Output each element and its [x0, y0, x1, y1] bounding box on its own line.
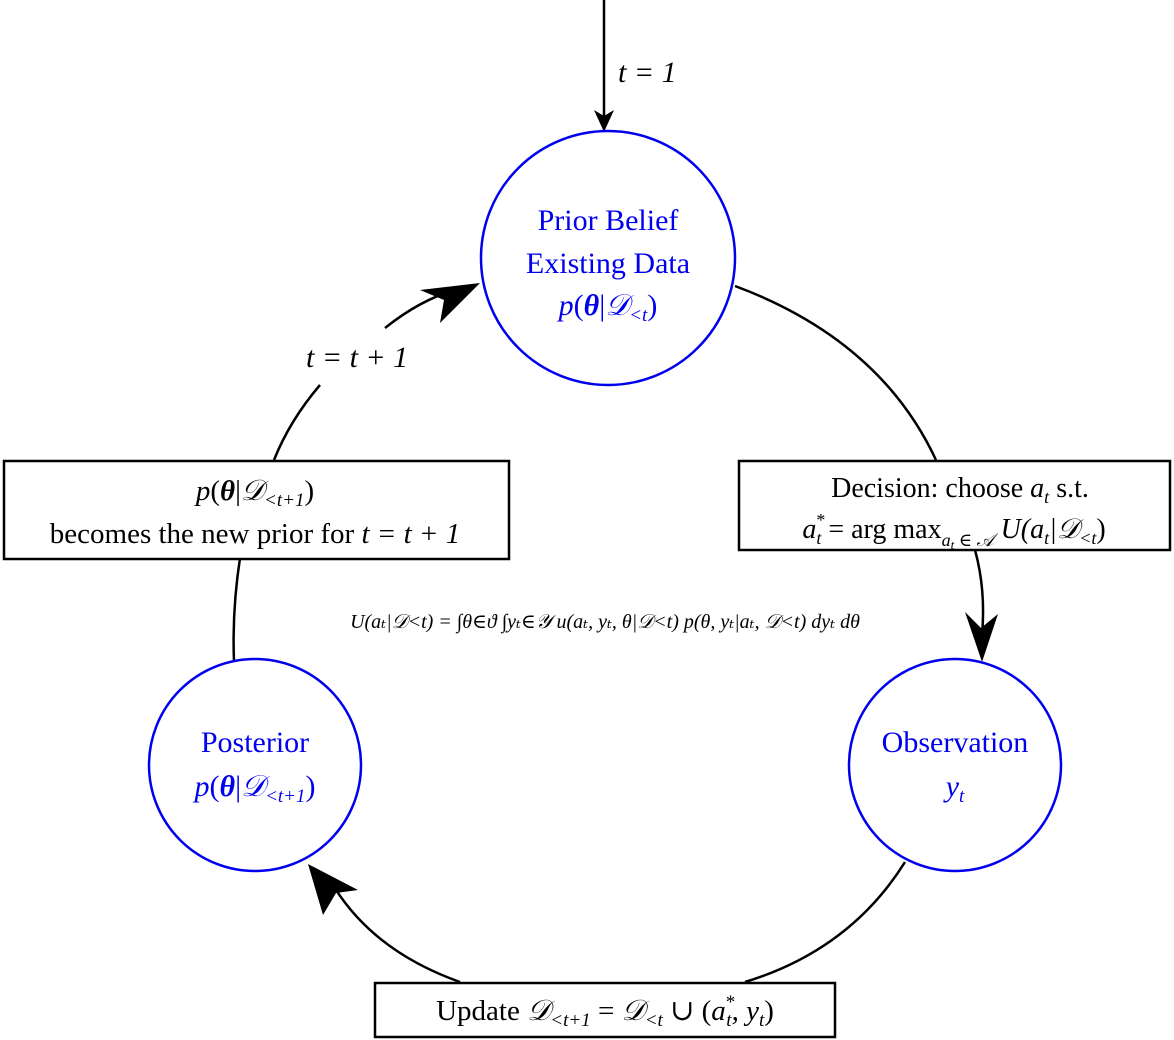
arc-decision-to-observation: [965, 549, 998, 662]
update-box: Update 𝒟<t+1 = 𝒟<t ∪ (a*t, yt): [373, 981, 837, 1039]
new-prior-formula: p(θ|𝒟<t+1): [194, 475, 314, 511]
posterior-label: Posterior: [201, 726, 309, 759]
prior-node: Prior Belief Existing Data p(θ|𝒟<t): [479, 129, 737, 387]
arc-update-to-posterior: [308, 864, 461, 984]
observation-node: Observation yt: [847, 657, 1063, 873]
arc-observation-to-update: [744, 861, 907, 984]
decision-box: Decision: choose at s.t. a*t = arg maxat…: [737, 459, 1172, 552]
prior-label-data: Existing Data: [526, 247, 690, 280]
posterior-formula: p(θ|𝒟<t+1): [193, 770, 316, 807]
arc-posterior-to-newprior: [232, 557, 242, 663]
new-prior-caption: becomes the new prior for t = t + 1: [50, 518, 460, 550]
arc-prior-to-decision: [734, 284, 938, 461]
observation-variable: yt: [943, 770, 965, 807]
observation-label: Observation: [882, 726, 1029, 759]
arc-loop-to-prior: [384, 283, 480, 329]
decision-line1: Decision: choose at s.t.: [831, 473, 1089, 507]
loop-label: t = t + 1: [306, 341, 408, 374]
utility-formula: U(aₜ|𝒟<t) = ∫θ∈ϑ ∫yₜ∈𝒴 u(aₜ, yₜ, θ|𝒟<t) …: [350, 611, 860, 634]
new-prior-box: p(θ|𝒟<t+1) becomes the new prior for t =…: [2, 459, 511, 561]
arc-newprior-to-loop: [272, 384, 321, 461]
update-formula: Update 𝒟<t+1 = 𝒟<t ∪ (a*t, yt): [436, 992, 774, 1031]
start-arrow: [594, 0, 614, 132]
prior-label-belief: Prior Belief: [538, 204, 679, 237]
decision-line2: a*t = arg maxat ∈ 𝒜 U(at|𝒟<t): [802, 510, 1105, 552]
posterior-node: Posterior p(θ|𝒟<t+1): [147, 657, 363, 873]
start-label: t = 1: [618, 56, 677, 89]
